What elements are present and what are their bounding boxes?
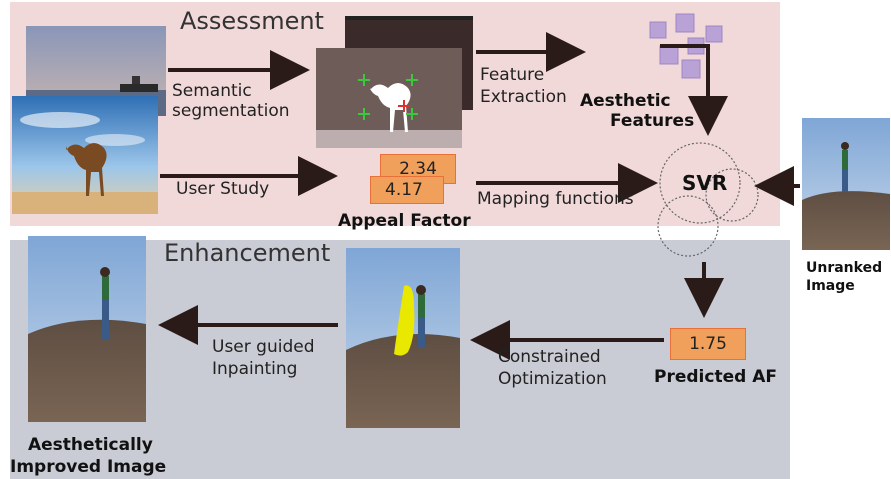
camel-photo bbox=[12, 96, 158, 214]
result-label-1: Aesthetically bbox=[28, 435, 153, 455]
masked-photo bbox=[346, 248, 460, 428]
aesthetic-label-1: Aesthetic bbox=[580, 91, 671, 111]
enhancement-title: Enhancement bbox=[164, 239, 331, 267]
unranked-label-1: Unranked bbox=[806, 260, 883, 276]
segmented-photo bbox=[316, 16, 473, 148]
arrow-features-to-svr bbox=[660, 44, 728, 136]
predicted-value: 1.75 bbox=[670, 328, 746, 360]
unranked-label-2: Image bbox=[806, 278, 855, 294]
semantic-label-2: segmentation bbox=[172, 101, 290, 121]
semantic-label-1: Semantic bbox=[172, 81, 252, 101]
appeal-value-2: 4.17 bbox=[370, 176, 444, 204]
feature-label-2: Extraction bbox=[480, 87, 567, 107]
optimization-label-1: Constrained bbox=[498, 347, 601, 367]
unranked-photo bbox=[802, 118, 890, 250]
result-label-2: Improved Image bbox=[10, 457, 167, 477]
assessment-title: Assessment bbox=[180, 7, 324, 35]
improved-photo bbox=[28, 236, 146, 422]
aesthetic-label-2: Features bbox=[610, 111, 695, 131]
user-study-label: User Study bbox=[176, 179, 270, 199]
inpainting-label-1: User guided bbox=[212, 337, 315, 357]
svr-label: SVR bbox=[682, 171, 728, 195]
inpainting-label-2: Inpainting bbox=[212, 359, 298, 379]
feature-label-1: Feature bbox=[480, 65, 545, 85]
predicted-label: Predicted AF bbox=[654, 367, 777, 387]
optimization-label-2: Optimization bbox=[498, 369, 607, 389]
appeal-factor-label: Appeal Factor bbox=[338, 211, 471, 231]
mapping-label: Mapping functions bbox=[477, 189, 634, 209]
